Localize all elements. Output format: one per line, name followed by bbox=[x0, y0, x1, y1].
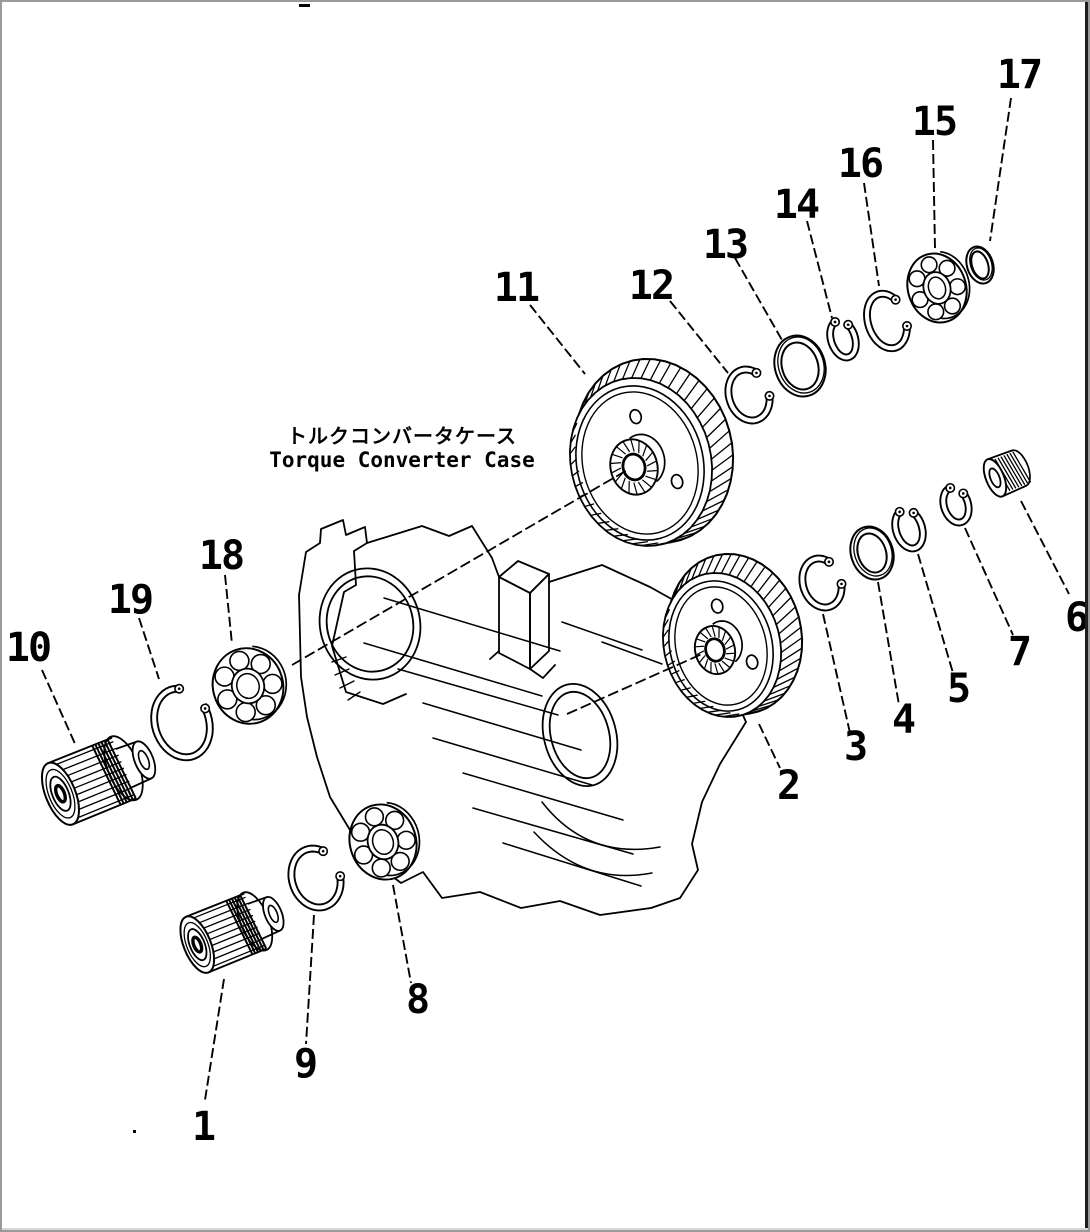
part-13-number-label: 13 bbox=[703, 222, 747, 268]
part-12-leader-line bbox=[669, 300, 729, 374]
part-6-leader-line bbox=[1020, 500, 1070, 595]
parts-layer bbox=[40, 245, 1032, 974]
torque-converter-case-drawing bbox=[298, 519, 747, 916]
part-17-ring bbox=[965, 245, 995, 285]
part-9-leader-line bbox=[305, 914, 315, 1045]
part-11-number-label: 11 bbox=[494, 265, 539, 311]
assembly-axis-line-2 bbox=[566, 653, 703, 715]
part-14-leader-line bbox=[806, 220, 833, 319]
part-12-number-label: 12 bbox=[629, 263, 673, 309]
part-15-leader-line bbox=[932, 139, 936, 250]
part-16-leader-line bbox=[863, 182, 880, 287]
assembly-axis-lines bbox=[291, 468, 703, 715]
part-3-snap-ring bbox=[798, 554, 847, 612]
page-bottom-edge bbox=[2, 1228, 1088, 1230]
leader-lines-layer bbox=[41, 97, 1070, 1101]
case-label-japanese: トルクコンバータケース bbox=[287, 424, 517, 448]
part-7-snap-ring bbox=[939, 482, 973, 527]
part-2-number-label: 2 bbox=[777, 763, 799, 809]
part-13-ring bbox=[773, 334, 827, 398]
part-15-ball-bearing bbox=[906, 250, 971, 324]
part-8-ball-bearing bbox=[348, 801, 421, 881]
part-6-number-label: 6 bbox=[1065, 595, 1087, 641]
part-3-number-label: 3 bbox=[844, 724, 866, 770]
part-11-leader-line bbox=[529, 304, 586, 375]
part-18-leader-line bbox=[224, 574, 233, 645]
part-4-leader-line bbox=[877, 581, 900, 706]
part-10-leader-line bbox=[41, 669, 77, 747]
scan-artifact bbox=[133, 1130, 136, 1133]
part-16-number-label: 16 bbox=[838, 141, 882, 187]
part-2-gear bbox=[661, 552, 804, 718]
part-14-snap-ring bbox=[826, 316, 860, 362]
part-16-snap-ring bbox=[863, 289, 913, 353]
part-8-number-label: 8 bbox=[406, 977, 428, 1023]
part-9-number-label: 9 bbox=[294, 1041, 316, 1087]
scan-artifact bbox=[299, 4, 310, 7]
part-13-leader-line bbox=[734, 257, 783, 341]
part-7-number-label: 7 bbox=[1008, 629, 1030, 675]
part-1-shaft bbox=[179, 891, 285, 974]
part-10-shaft bbox=[40, 735, 157, 826]
part-17-leader-line bbox=[989, 97, 1012, 242]
part-7-leader-line bbox=[964, 527, 1014, 636]
part-17-number-label: 17 bbox=[997, 52, 1041, 98]
part-15-number-label: 15 bbox=[912, 99, 956, 145]
page-right-edge bbox=[1085, 2, 1088, 1230]
assembly-axis-line-1 bbox=[291, 468, 630, 666]
part-1-leader-line bbox=[204, 978, 225, 1101]
part-6-roller-bearing bbox=[982, 449, 1032, 498]
part-9-snap-ring bbox=[287, 844, 346, 912]
part-4-number-label: 4 bbox=[892, 697, 915, 743]
part-14-number-label: 14 bbox=[774, 182, 819, 228]
part-19-snap-ring bbox=[150, 683, 214, 762]
part-5-number-label: 5 bbox=[947, 666, 969, 712]
case-label-english: Torque Converter Case bbox=[269, 448, 535, 472]
part-19-number-label: 19 bbox=[108, 577, 152, 623]
part-2-leader-line bbox=[758, 723, 781, 769]
part-19-leader-line bbox=[138, 617, 160, 680]
part-11-gear bbox=[568, 357, 735, 547]
part-12-snap-ring bbox=[724, 365, 775, 425]
case-text-label: トルクコンバータケース Torque Converter Case bbox=[242, 424, 562, 473]
part-5-leader-line bbox=[917, 553, 954, 674]
part-1-number-label: 1 bbox=[192, 1104, 215, 1150]
part-4-ring bbox=[849, 525, 895, 581]
part-10-number-label: 10 bbox=[6, 625, 50, 671]
part-18-ball-bearing bbox=[211, 645, 288, 725]
part-5-snap-ring bbox=[891, 506, 927, 553]
part-8-leader-line bbox=[392, 884, 412, 984]
part-18-number-label: 18 bbox=[199, 533, 243, 579]
part-3-leader-line bbox=[822, 613, 851, 734]
